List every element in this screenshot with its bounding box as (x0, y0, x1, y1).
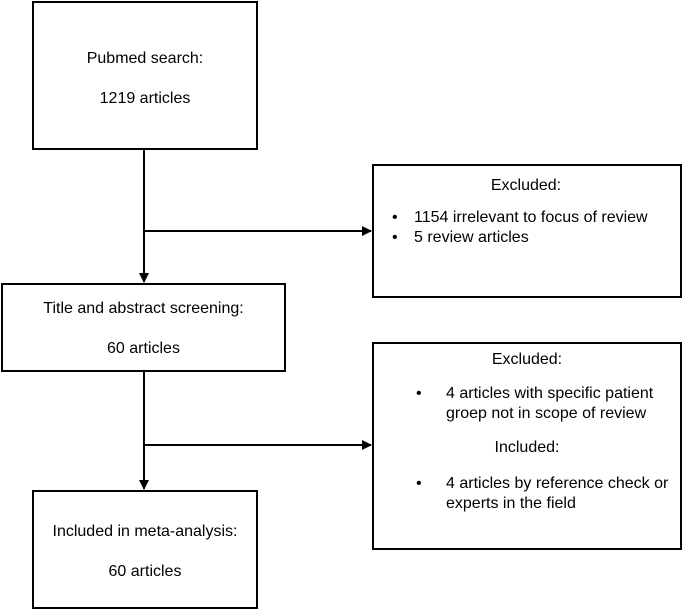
excluded-first-item-text: 5 review articles (414, 229, 529, 246)
search-count: 1219 articles (99, 90, 191, 107)
bullet-icon: • (392, 209, 398, 226)
bullet-icon: • (416, 475, 422, 492)
second-excluded-heading: Excluded: (491, 351, 563, 368)
screening-box: Title and abstract screening: 60 article… (1, 283, 286, 372)
second-excluded-item-text: 4 articles with specific patient groep n… (446, 385, 654, 422)
search-title: Pubmed search: (86, 50, 204, 67)
screening-count: 60 articles (107, 340, 180, 357)
second-included-heading: Included: (494, 439, 560, 456)
excluded-first-item-text: 1154 irrelevant to focus of review (414, 209, 648, 226)
list-item: • 1154 irrelevant to focus of review (384, 208, 668, 228)
second-side-box: Excluded: • 4 articles with specific pat… (372, 342, 682, 550)
included-final-title: Included in meta-analysis: (52, 523, 238, 540)
list-item: • 5 review articles (384, 228, 668, 248)
excluded-first-heading: Excluded: (490, 177, 562, 194)
screening-title: Title and abstract screening: (43, 300, 244, 317)
excluded-first-list: • 1154 irrelevant to focus of review • 5… (384, 208, 668, 248)
list-item: • 4 articles by reference check or exper… (384, 474, 670, 514)
included-final-count: 60 articles (108, 563, 182, 580)
bullet-icon: • (416, 385, 422, 402)
bullet-icon: • (392, 229, 398, 246)
second-included-item-text: 4 articles by reference check or experts… (446, 475, 669, 512)
second-excluded-list: • 4 articles with specific patient groep… (384, 384, 670, 424)
excluded-first-box: Excluded: • 1154 irrelevant to focus of … (372, 164, 682, 298)
second-included-list: • 4 articles by reference check or exper… (384, 474, 670, 514)
included-final-box: Included in meta-analysis: 60 articles (32, 490, 258, 609)
search-box: Pubmed search: 1219 articles (32, 1, 258, 150)
list-item: • 4 articles with specific patient groep… (384, 384, 670, 424)
